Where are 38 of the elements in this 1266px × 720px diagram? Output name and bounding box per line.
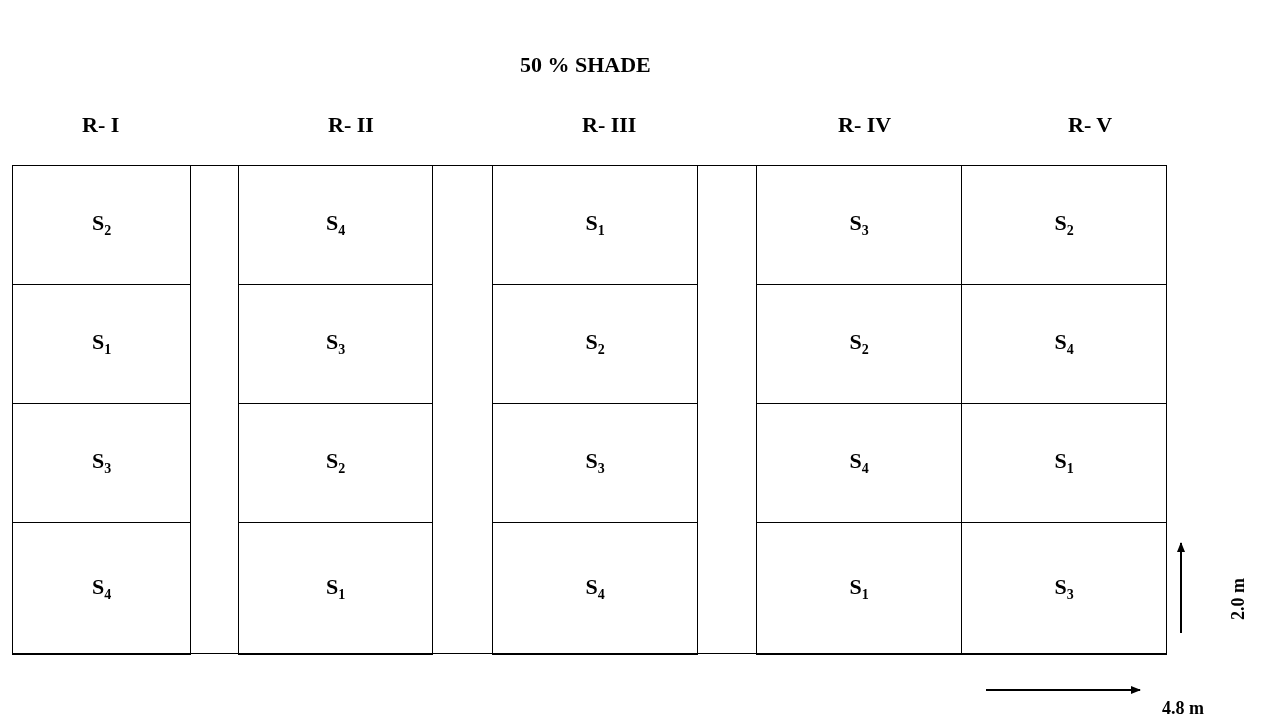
- plot-box: [492, 284, 698, 404]
- replication-label: R- III: [582, 112, 637, 138]
- treatment-label: S$_{3}$: [325, 329, 346, 359]
- plot-box: [238, 522, 433, 655]
- plot-box: [492, 165, 698, 285]
- treatment-label: S$_{2}$: [1054, 210, 1074, 240]
- plot-box: [492, 522, 698, 655]
- treatment-label: S$_{3}$: [585, 448, 605, 478]
- plot-box: [238, 284, 433, 404]
- treatment-label: S$_{4}$: [91, 573, 112, 604]
- dimension-label: 4.8 m: [1162, 698, 1204, 719]
- treatment-label: S$_{3}$: [1054, 573, 1074, 604]
- treatment-label: S$_{1}$: [325, 573, 346, 604]
- treatment-label: S$_{4}$: [325, 210, 346, 240]
- treatment-label: S$_{4}$: [585, 573, 605, 604]
- treatment-label: S$_{2}$: [585, 329, 605, 359]
- treatment-label: S$_{1}$: [849, 573, 869, 604]
- treatment-label: S$_{3}$: [849, 210, 869, 240]
- dimension-label: 2.0 m: [1228, 578, 1249, 620]
- plot-box: [12, 522, 191, 655]
- title: 50 % SHADE: [520, 52, 651, 78]
- treatment-label: S$_{4}$: [1054, 329, 1074, 359]
- treatment-label: S$_{1}$: [1054, 448, 1074, 478]
- treatment-label: S$_{3}$: [91, 448, 112, 478]
- replication-label: R- II: [328, 112, 374, 138]
- treatment-label: S$_{4}$: [849, 448, 869, 478]
- replication-label: R- I: [82, 112, 120, 138]
- plot-box: [756, 522, 962, 655]
- replication-label: R- IV: [838, 112, 892, 138]
- treatment-label: S$_{1}$: [91, 329, 112, 359]
- treatment-label: S$_{1}$: [585, 210, 605, 240]
- plot-box: [238, 165, 433, 285]
- plot-box: [492, 403, 698, 523]
- replication-label: R- V: [1068, 112, 1113, 138]
- plot-box: [238, 403, 433, 523]
- treatment-label: S$_{2}$: [91, 210, 112, 240]
- treatment-label: S$_{2}$: [849, 329, 869, 359]
- treatment-label: S$_{2}$: [325, 448, 346, 478]
